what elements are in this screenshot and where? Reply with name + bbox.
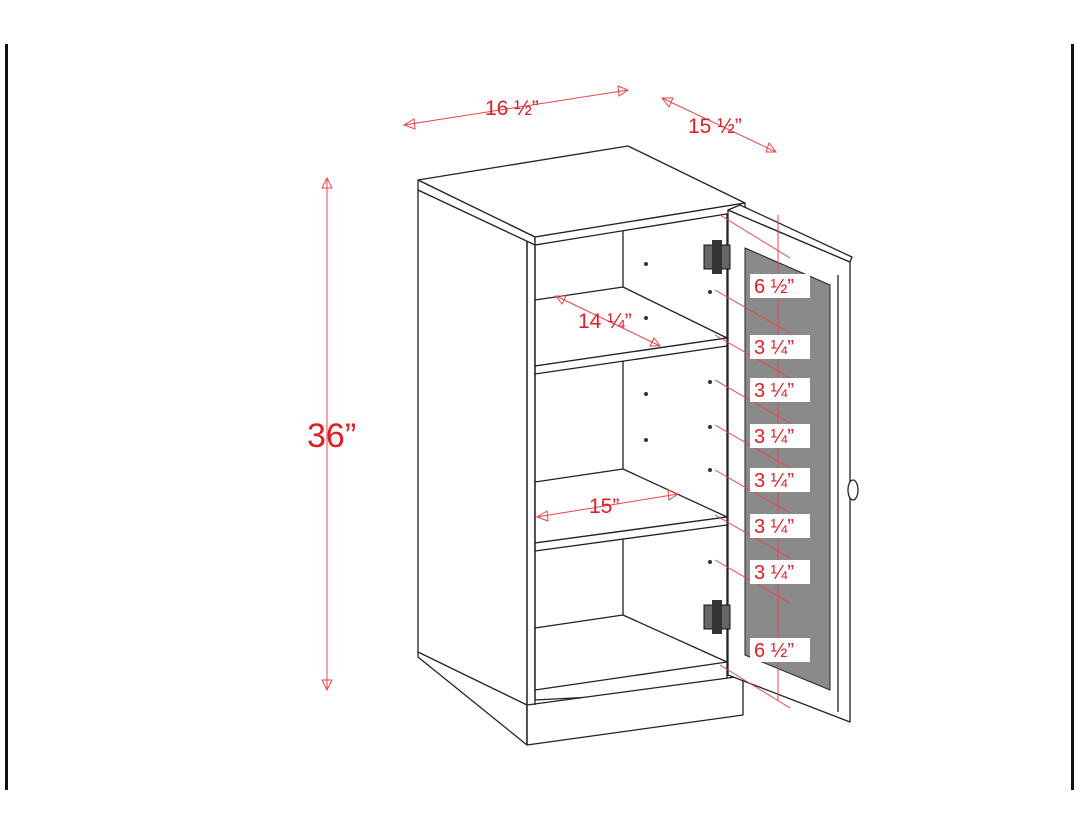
- door-spacing-label: 3 ¼”: [754, 380, 794, 402]
- door-spacing-label: 3 ¼”: [754, 470, 794, 492]
- door-knob: [847, 479, 859, 501]
- door-spacing-label: 6 ½”: [754, 640, 794, 662]
- height-label: 36”: [307, 417, 356, 455]
- interior-width-label: 15”: [589, 495, 619, 518]
- shelf-depth-label: 14 ¼”: [578, 310, 632, 333]
- door-spacing-labels: 6 ½” 3 ¼” 3 ¼” 3 ¼” 3 ¼” 3 ¼” 3 ¼” 6 ½”: [750, 274, 810, 662]
- door-spacing-label: 3 ¼”: [754, 516, 794, 538]
- depth-label: 15 ½”: [688, 115, 742, 138]
- door-spacing-label: 3 ¼”: [754, 562, 794, 584]
- door-spacing-label: 6 ½”: [754, 276, 794, 298]
- right-border-bar: [1071, 44, 1074, 790]
- left-border-bar: [5, 44, 8, 790]
- door-spacing-label: 3 ¼”: [754, 337, 794, 359]
- side-panel: [417, 189, 528, 746]
- door-spacing-label: 3 ¼”: [754, 426, 794, 448]
- hinge-bottom: [703, 600, 731, 634]
- hinge-top: [703, 240, 731, 274]
- width-label: 16 ½”: [485, 97, 539, 120]
